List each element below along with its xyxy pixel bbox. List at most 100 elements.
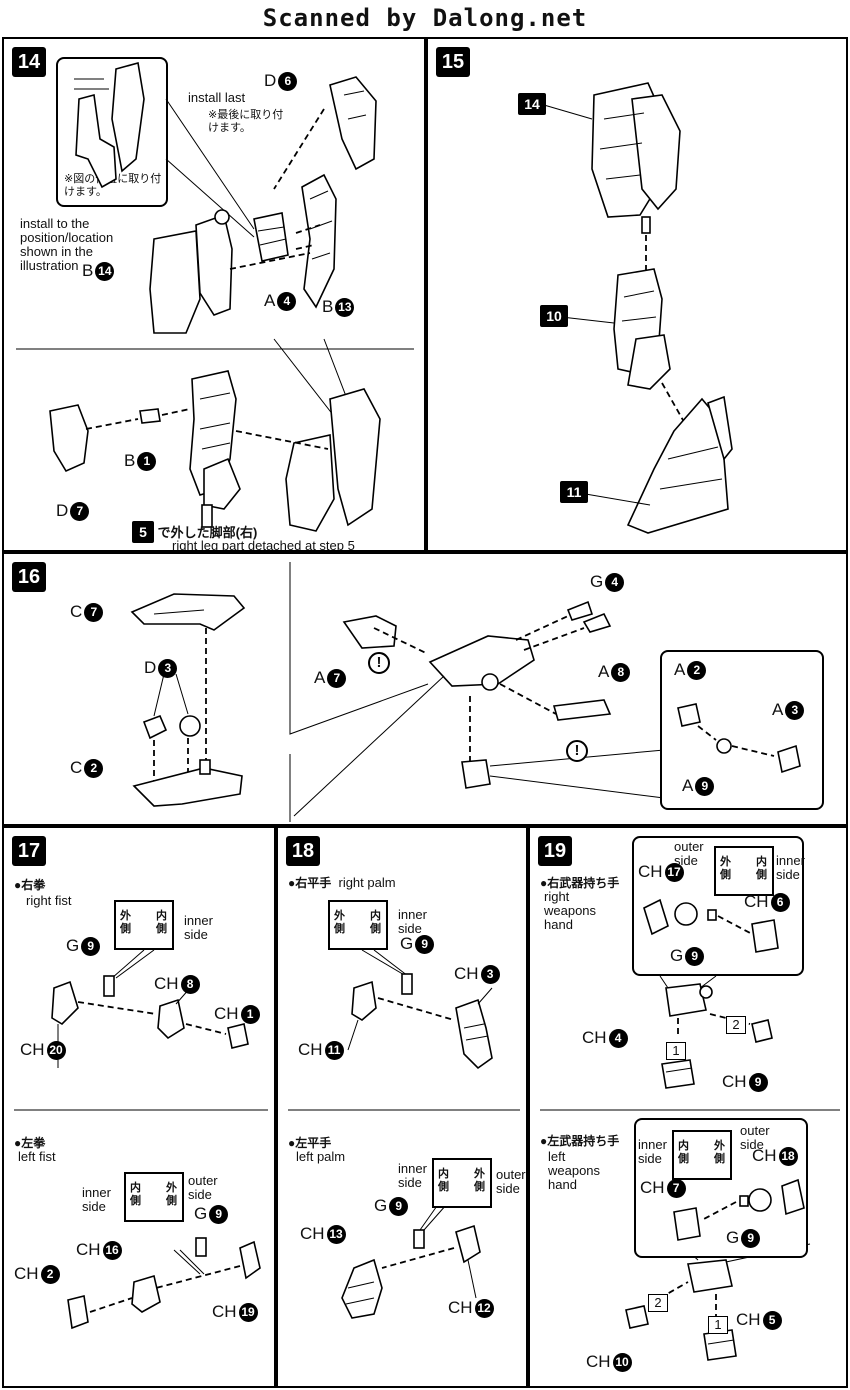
step-18-number: 18	[286, 836, 320, 866]
left-fist-jp: ●左拳	[14, 1136, 46, 1150]
caution-icon-2: !	[566, 740, 588, 762]
install-last-jp: ※最後に取り付けます。	[208, 109, 284, 134]
step-15-number: 15	[436, 47, 470, 77]
inner-side-en-left-weapon: inner side	[638, 1137, 667, 1166]
left-weapons-hand-en: left weapons hand	[548, 1149, 601, 1192]
seq-2-left: 2	[648, 1292, 668, 1312]
left-weapons-hand-jp: ●左武器持ち手	[540, 1134, 620, 1148]
step-19-number: 19	[538, 836, 572, 866]
step-16-panel: 16 ! !	[2, 552, 848, 826]
side-indicator-right-fist: 外側 内側	[114, 900, 174, 950]
position-note-en: install to the position/location shown i…	[20, 216, 114, 273]
side-indicator-left-palm: 内側 外側	[432, 1158, 492, 1208]
left-palm-heading-jp: ●左平手	[288, 1136, 332, 1150]
right-fist-en: right fist	[26, 893, 72, 908]
right-palm-heading: ●右平手 right palm	[288, 875, 396, 890]
left-callout-illustration	[673, 1178, 805, 1241]
seq-1-right: 1	[666, 1040, 686, 1060]
side-indicator-left-weapon: 内側 外側	[672, 1130, 732, 1180]
inner-side-en-left: inner side	[82, 1185, 111, 1214]
inner-side-en-left-palm: inner side	[398, 1161, 427, 1190]
left-palm-en: left palm	[296, 1149, 346, 1164]
right-weapons-hand-en: right weapons hand	[544, 889, 597, 932]
step5-reference: 5 で外した脚部(右)	[132, 521, 257, 543]
inner-side-en-right: inner side	[184, 913, 213, 942]
step-16-callout	[660, 650, 824, 810]
step-19-illustration	[540, 975, 840, 1361]
outer-side-en-left: outer side	[188, 1173, 218, 1202]
step-14-number: 14	[12, 47, 46, 77]
part-11-label: 11	[560, 481, 588, 503]
outer-side-en-left-palm: outer side	[496, 1167, 526, 1196]
right-fist-jp: ●右拳	[14, 878, 46, 892]
page-header: Scanned by Dalong.net	[262, 4, 588, 32]
step-18-illustration	[288, 949, 520, 1319]
part-14-label: 14	[518, 93, 546, 115]
left-hand-callout: 内側 外側	[634, 1118, 808, 1258]
step-15-illustration	[543, 82, 733, 534]
step-15-panel: 15 14 10 11	[426, 37, 848, 552]
step-16-number: 16	[12, 562, 46, 592]
seq-1-left: 1	[708, 1314, 728, 1334]
step-16-illustration	[130, 562, 665, 822]
right-weapons-hand-jp: ●右武器持ち手	[540, 876, 620, 890]
right-callout-illustration	[643, 898, 779, 953]
step5-reference-en: right leg part detached at step 5	[172, 538, 355, 552]
left-fist-en: left fist	[18, 1149, 56, 1164]
seq-2-right: 2	[726, 1014, 746, 1034]
install-last-en: install last	[188, 90, 246, 105]
step-14-panel: 14 ※図の位置に取り付けます。	[2, 37, 426, 552]
inner-side-en-right-palm: inner side	[398, 907, 427, 936]
step-14-illustration	[16, 61, 414, 532]
side-indicator-left-fist: 内側 外側	[124, 1172, 184, 1222]
part-10-label: 10	[540, 305, 568, 327]
step-17-illustration	[14, 949, 268, 1330]
inner-side-en-right-weapon: inner side	[776, 853, 805, 882]
side-indicator-right-palm: 外側 内側	[328, 900, 388, 950]
callout-illustration	[677, 703, 801, 774]
caution-icon-1: !	[368, 652, 390, 674]
side-indicator-right-weapon: 外側 内側	[714, 846, 774, 896]
step-17-number: 17	[12, 836, 46, 866]
